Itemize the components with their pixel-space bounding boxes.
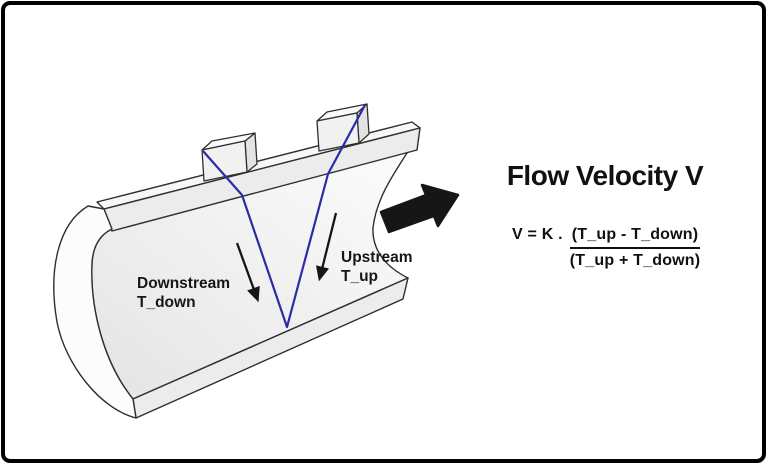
downstream-label-line2: T_down [137, 294, 196, 311]
upstream-label-line2: T_up [341, 268, 378, 285]
downstream-label-line1: Downstream [137, 275, 230, 292]
formula-denominator: (T_up + T_down) [569, 252, 701, 269]
transducer-upstream [316, 103, 370, 152]
flow-direction-arrow-icon [379, 183, 460, 234]
transducer-downstream [201, 132, 258, 182]
page-title: Flow Velocity V [506, 160, 704, 191]
upstream-arrow-icon [316, 212, 338, 282]
formula-fraction: (T_up - T_down) (T_up + T_down) [569, 226, 701, 269]
formula-lhs: V = K . [512, 226, 563, 243]
flow-velocity-formula: V = K . (T_up - T_down) (T_up + T_down) [512, 226, 701, 269]
downstream-arrow-icon [235, 242, 260, 303]
ultrasonic-beam-path-icon [202, 104, 366, 329]
formula-numerator: (T_up - T_down) [569, 226, 701, 249]
upstream-label-line1: Upstream [341, 249, 413, 266]
pipe-cross-section-face [53, 205, 137, 419]
